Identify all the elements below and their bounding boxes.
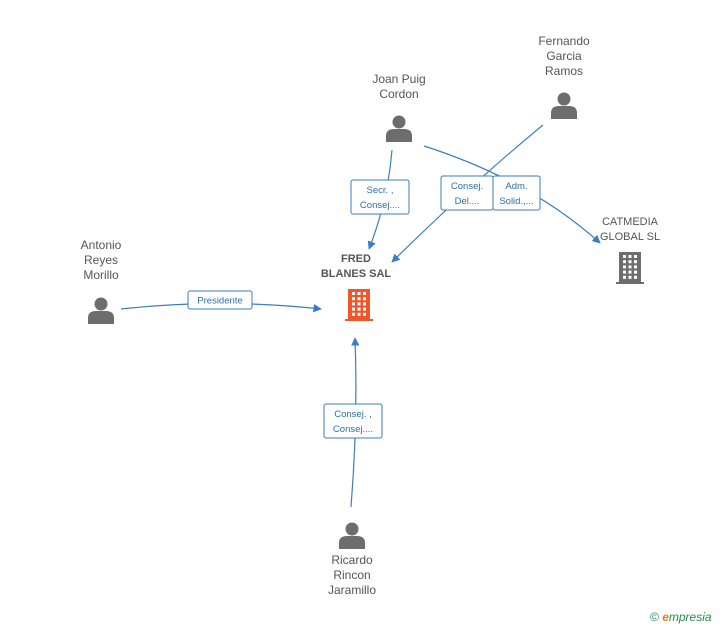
person-icon xyxy=(339,522,365,549)
edge-label-text: Consej. xyxy=(451,181,483,192)
edge-fernando-fred[interactable]: Consej. Del.... xyxy=(391,124,544,263)
copyright-symbol: © xyxy=(650,610,659,624)
company-node-catmedia[interactable]: CATMEDIA GLOBAL SL xyxy=(600,216,660,284)
building-icon xyxy=(616,252,644,284)
edge-label-box[interactable] xyxy=(323,403,383,439)
edge-joan-fred[interactable]: Secr. , Consej.... xyxy=(350,149,410,250)
edge-ricardo-fred[interactable]: Consej. , Consej.... xyxy=(323,337,383,508)
person-name-line: Fernando xyxy=(538,34,590,48)
brand-logo[interactable]: empresia xyxy=(662,610,711,624)
edge-label-text: Consej. , xyxy=(334,409,372,420)
edge-label-text: Secr. , xyxy=(367,185,394,196)
person-name-line: Morillo xyxy=(83,268,119,282)
person-name-line: Joan Puig xyxy=(372,72,425,86)
edge-label-text: Consej.... xyxy=(360,200,400,211)
person-name-line: Ramos xyxy=(545,64,583,78)
edge-label-box[interactable] xyxy=(350,179,410,215)
edge-label-text: Del.... xyxy=(455,196,480,207)
company-name-line: CATMEDIA xyxy=(602,216,659,228)
edge-label-box[interactable] xyxy=(187,290,253,310)
person-name-line: Ricardo xyxy=(331,553,373,567)
brand-initial: e xyxy=(662,610,669,624)
person-name-line: Antonio xyxy=(81,238,122,252)
company-name-line: FRED xyxy=(341,253,371,265)
edge-label-text: Adm. xyxy=(505,181,527,192)
person-name-line: Rincon xyxy=(333,568,370,582)
person-icon xyxy=(386,115,412,142)
edge-joan-catmedia[interactable]: Adm. Solid.,... xyxy=(423,145,601,244)
edge-label-text: Presidente xyxy=(197,296,242,307)
edge-label-text: Consej.... xyxy=(333,424,373,435)
company-node-fred[interactable]: FRED BLANES SAL xyxy=(321,253,392,321)
person-name-line: Reyes xyxy=(84,253,118,267)
footer-brand: © empresia xyxy=(650,610,712,624)
edge-antonio-fred[interactable]: Presidente xyxy=(120,290,322,313)
edges-layer: Secr. , Consej.... Consej. Del.... Adm. Solid… xyxy=(120,124,601,508)
edge-label-text: Solid.,... xyxy=(499,196,533,207)
building-icon xyxy=(345,289,373,321)
company-name-line: BLANES SAL xyxy=(321,268,392,280)
company-name-line: GLOBAL SL xyxy=(600,231,660,243)
person-name-line: Garcia xyxy=(546,49,582,63)
person-name-line: Jaramillo xyxy=(328,583,376,597)
person-icon xyxy=(88,297,114,324)
person-name-line: Cordon xyxy=(379,87,418,101)
person-icon xyxy=(551,92,577,119)
edge-label-box[interactable] xyxy=(492,175,541,211)
brand-name: mpresia xyxy=(668,610,712,624)
